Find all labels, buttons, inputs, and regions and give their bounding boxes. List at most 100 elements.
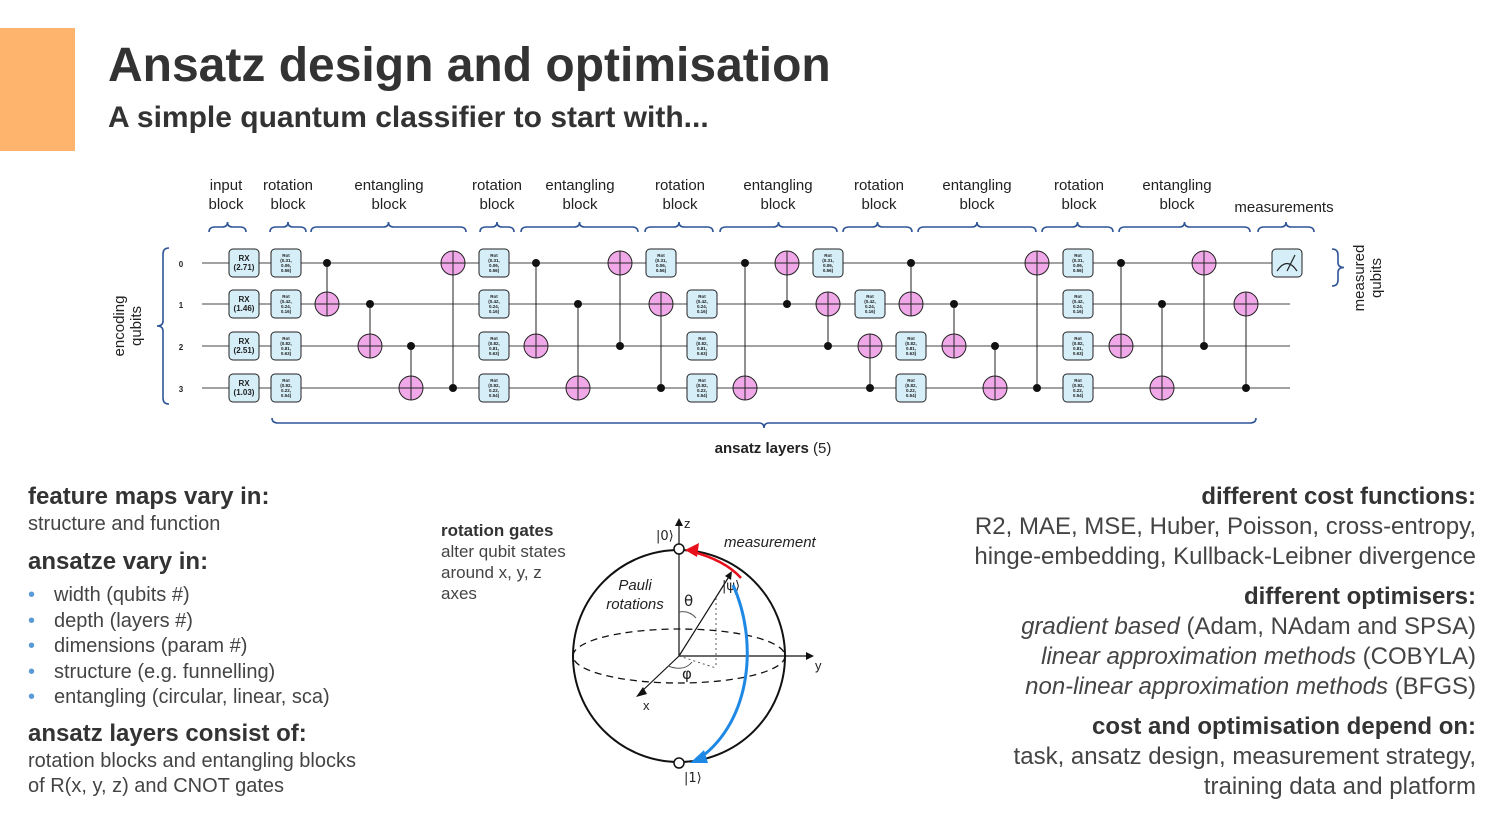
cost-line: R2, MAE, MSE, Huber, Poisson, cross-entr…: [974, 513, 1476, 540]
cost-heading: different cost functions:: [1201, 483, 1476, 510]
rot-gate-param: 0.16): [697, 309, 708, 314]
gate-box: [645, 248, 677, 278]
rot-gate-param: (0.31,: [655, 258, 667, 263]
rot-gate-param: (0.31,: [488, 258, 500, 263]
rx-gate-name: RX: [238, 379, 250, 388]
rx-gate-param: (2.71): [234, 263, 255, 272]
rot-gate-param: 0.22,: [281, 388, 291, 393]
rot-gate-label: Rot: [866, 294, 874, 299]
rot-gate-param: (0.82,: [696, 341, 708, 346]
block-label: rotation: [263, 177, 313, 194]
optimiser-item: non-linear approximation methods (BFGS): [876, 672, 1476, 702]
rot-gate-param: 0.63): [1073, 351, 1084, 356]
rot-gate-param: 0.54): [281, 393, 292, 398]
rot-gate-param: (0.82,: [1072, 383, 1084, 388]
rx-gate-param: (1.46): [234, 304, 255, 313]
cnot-control: [574, 300, 582, 308]
block-label: entangling: [354, 177, 423, 194]
rot-gate-param: 0.63): [489, 351, 500, 356]
pole-zero: [673, 543, 685, 555]
depend-line: task, ansatz design, measurement strateg…: [1013, 743, 1476, 770]
block-label: entangling: [545, 177, 614, 194]
bracket: [1257, 221, 1315, 233]
optimiser-examples: (BFGS): [1394, 673, 1476, 700]
layers-text-line: of R(x, y, z) and CNOT gates: [28, 774, 285, 797]
rot-gate-param: 0.22,: [697, 388, 707, 393]
list-item: dimensions (param #): [28, 634, 428, 660]
ket0-label: |0⟩: [656, 529, 674, 544]
axis-y-label: y: [815, 658, 822, 673]
gate-box: [686, 289, 718, 319]
rot-gate-label: Rot: [907, 336, 915, 341]
bracket: [719, 221, 838, 233]
bracket: [1041, 221, 1114, 233]
rot-gate-param: (0.82,: [905, 341, 917, 346]
block-label: block: [270, 196, 306, 213]
gate-box: [478, 289, 510, 319]
measured-label: measured: [1351, 245, 1368, 312]
rot-gate-param: (0.82,: [280, 341, 292, 346]
state-vector: [678, 574, 731, 657]
rotation-gates-heading: rotation gates: [441, 521, 554, 540]
gate-box: [686, 331, 718, 361]
cnot-control: [1200, 342, 1208, 350]
rot-gate-label: Rot: [907, 378, 915, 383]
rx-gate-param: (1.03): [234, 388, 255, 397]
bracket: [269, 221, 307, 233]
block-label: entangling: [1142, 177, 1211, 194]
block-label: block: [959, 196, 995, 213]
block-label: block: [1061, 196, 1097, 213]
rot-gate-param: (0.82,: [280, 383, 292, 388]
rot-gate-param: 0.81,: [906, 346, 916, 351]
rx-gate-param: (2.51): [234, 346, 255, 355]
rot-gate-param: (0.82,: [905, 383, 917, 388]
optimiser-examples: (COBYLA): [1362, 643, 1476, 670]
gate-box: [1062, 331, 1094, 361]
cnot-control: [783, 300, 791, 308]
rot-gate-param: 0.24,: [697, 304, 707, 309]
cnot-control: [449, 384, 457, 392]
z-arrow-icon: [675, 518, 683, 526]
optimiser-method: linear approximation methods: [1041, 643, 1356, 670]
block-label: input: [210, 177, 243, 194]
gate-box: [228, 331, 260, 361]
rot-gate-param: 0.81,: [1073, 346, 1083, 351]
feature-maps-heading: feature maps vary in:: [28, 483, 270, 510]
rot-gate-param: (0.42,: [488, 299, 500, 304]
bracket: [842, 221, 913, 233]
ansatze-heading: ansatze vary in:: [28, 548, 209, 575]
measurement-arrow-icon: [685, 543, 699, 557]
cnot-control: [866, 384, 874, 392]
axis-x-label: x: [643, 698, 650, 713]
rot-gate-label: Rot: [824, 253, 832, 258]
block-label: rotation: [472, 177, 522, 194]
ansatze-list: width (qubits #) depth (layers #) dimens…: [28, 583, 428, 711]
rotation-note-line: alter qubit states: [441, 542, 566, 561]
list-item: width (qubits #): [28, 583, 428, 609]
rot-gate-param: 0.22,: [906, 388, 916, 393]
rot-gate-param: (0.31,: [822, 258, 834, 263]
bracket: [1331, 248, 1345, 287]
list-item: entangling (circular, linear, sca): [28, 685, 428, 711]
cnot-control: [532, 259, 540, 267]
rot-gate-param: 0.24,: [281, 304, 291, 309]
list-item: structure (e.g. funnelling): [28, 660, 428, 686]
theta-arc: [678, 611, 697, 619]
bracket: [479, 221, 515, 233]
gate-box: [895, 373, 927, 403]
rot-gate-param: 0.22,: [489, 388, 499, 393]
gate-box: [854, 289, 886, 319]
rot-gate-label: Rot: [282, 378, 290, 383]
rot-gate-label: Rot: [490, 378, 498, 383]
rot-gate-param: 0.22,: [1073, 388, 1083, 393]
cnot-control: [991, 342, 999, 350]
rot-gate-label: Rot: [1074, 378, 1082, 383]
rot-gate-param: 0.54): [697, 393, 708, 398]
page-subtitle: A simple quantum classifier to start wit…: [108, 101, 709, 134]
rot-gate-param: 0.81,: [281, 346, 291, 351]
pauli-label: Pauli: [618, 577, 652, 594]
rot-gate-label: Rot: [282, 336, 290, 341]
cnot-control: [657, 384, 665, 392]
cnot-control: [366, 300, 374, 308]
